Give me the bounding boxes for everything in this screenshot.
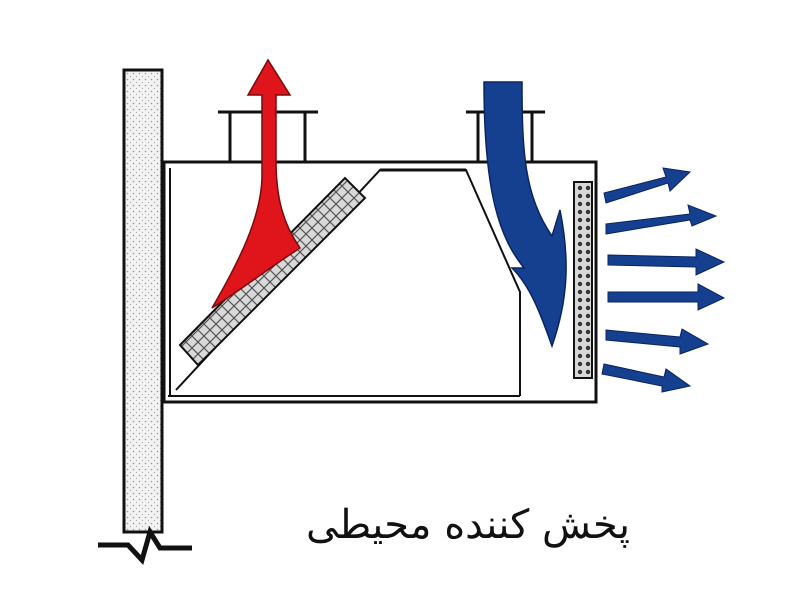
right-arrow-icon (605, 328, 710, 355)
right-arrow-icon (607, 248, 726, 276)
supply-arrow-icon (483, 81, 567, 349)
right-arrow-icon (607, 283, 726, 311)
right-arrow-icon (601, 363, 692, 393)
wall (98, 68, 192, 565)
diagram-caption: پخش کننده محیطی (306, 502, 630, 548)
right-arrow-icon (603, 167, 692, 204)
perforated-grille (573, 181, 593, 379)
discharge-arrows (601, 167, 726, 393)
right-arrow-icon (605, 204, 718, 235)
exhaust-arrow-icon (211, 58, 302, 309)
break-line (98, 525, 192, 565)
